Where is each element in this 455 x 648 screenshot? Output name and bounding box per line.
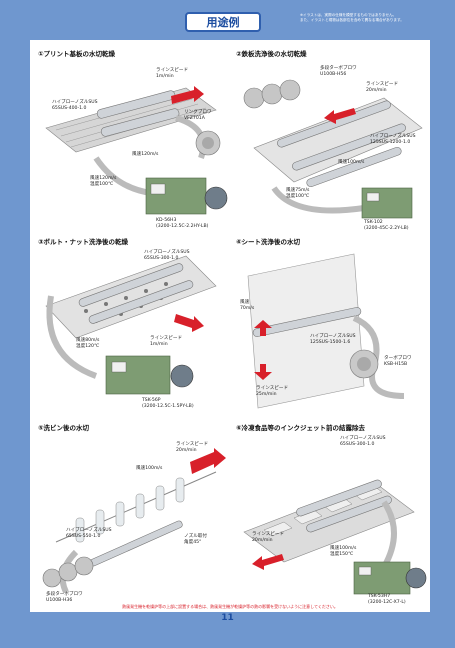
unit-model-label: KD-56H3(3200-12.5C-2.2HY-LB) [156, 218, 209, 229]
pcb-drying-illustration [45, 86, 228, 215]
steel-plate-illustration [243, 79, 423, 219]
airflow-label: 風速100m/s [136, 466, 163, 471]
disclaimer-line-1: ※イラストは、実際の仕様を模型するものではありません。 [300, 13, 397, 17]
example-title: ⑤洗ビン後の水切 [38, 424, 90, 432]
sheet-illustration [247, 253, 405, 409]
footer-caution-note: 熱風発生機を乾燥炉等の上部に設置する場合は、熱風発生機が乾燥炉等の熱の影響を受け… [122, 604, 338, 609]
example-title: ①プリント基板の水切乾燥 [38, 50, 116, 58]
airflow-label: 風速100m/s [338, 160, 365, 165]
airflow-label: 風速120m/s [132, 152, 159, 157]
unit-model-label: TSK-56P(3200-12.5C-1.5PY-LB) [142, 398, 194, 409]
example-title: ④シート洗浄後の水切 [236, 238, 301, 246]
bolt-nut-illustration [45, 255, 217, 395]
disclaimer-line-2: また、イラストと現物は各部位を含めて異なる場合があります。 [300, 18, 404, 22]
page-title: 用途例 [185, 12, 261, 32]
unit-model-label: TSK-102(3200-45C-2.2Y-LB) [364, 220, 409, 231]
page-number: 11 [221, 613, 234, 623]
frozen-food-illustration [243, 479, 427, 595]
nozzle-angle-label: ノズル取付角度45° [184, 534, 207, 545]
unit-model-label: TSK-53H7(3200-12C-X7-L) [368, 594, 406, 605]
example-title: ⑥冷凍食品等のインクジェット前の結露除去 [236, 424, 366, 432]
bottle-illustration [42, 448, 226, 594]
example-title: ③ボルト・ナット洗浄後の乾燥 [38, 238, 129, 246]
disclaimer-note: ※イラストは、実際の仕様を模型するものではありません。 また、イラストと現物は各… [300, 13, 430, 23]
example-title: ②鉄板洗浄後の水切乾燥 [236, 50, 307, 58]
